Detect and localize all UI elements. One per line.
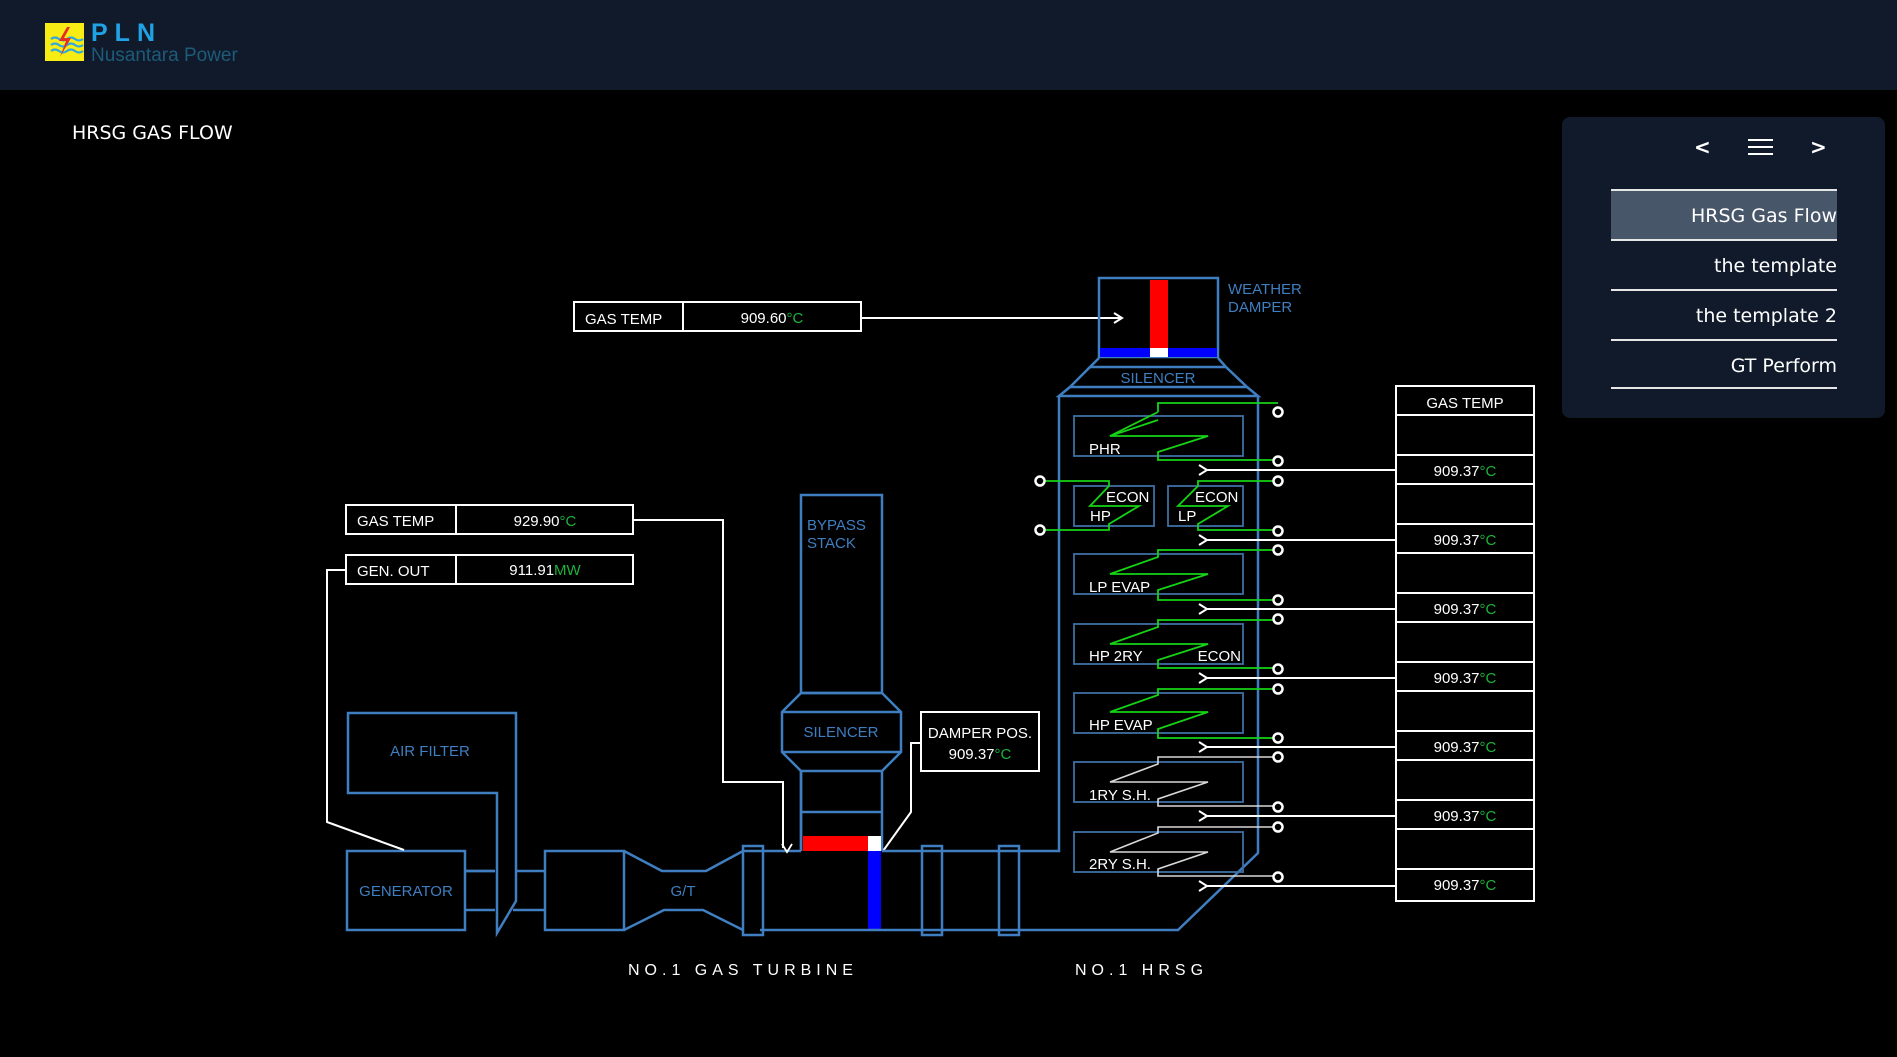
app-header: PLN Nusantara Power — [0, 0, 1897, 90]
pipe-connection-circle — [1272, 663, 1284, 675]
gas-temp-table-value: 909.37°C — [1434, 532, 1497, 549]
section-hp-2ry-econ-label: ECON — [1198, 648, 1241, 665]
section-hp-2ry-label: HP 2RY — [1089, 648, 1143, 665]
stack-gas-temp-box: GAS TEMP 909.60°C — [573, 301, 862, 332]
section-lp-evap-label: LP EVAP — [1089, 579, 1150, 596]
pipe-connection-circle — [1272, 594, 1284, 606]
bypass-damper-open-indicator — [803, 836, 868, 851]
pipe-connection-circle — [1272, 732, 1284, 744]
weather-damper: WEATHER DAMPER — [1097, 276, 1302, 359]
nav-item-the-template[interactable]: the template — [1611, 239, 1837, 289]
pipe-connection-circle — [1272, 801, 1284, 813]
gen-out-readout: 911.91MW — [509, 562, 581, 579]
section-hp-evap-label: HP EVAP — [1089, 717, 1153, 734]
brand-name: PLN — [91, 19, 162, 47]
pipe-connection-circle — [1272, 525, 1284, 537]
gas-temp-arrows — [1198, 464, 1396, 892]
gt-label: G/T — [671, 883, 696, 900]
air-filter — [346, 711, 518, 938]
bypass-damper-closed-indicator — [868, 851, 881, 929]
section-lp-econ — [1167, 485, 1244, 527]
gas-temp-table-value: 909.37°C — [1434, 739, 1497, 756]
weather-damper-label-1: WEATHER — [1228, 281, 1302, 298]
weather-damper-open-indicator — [1150, 280, 1168, 348]
nav-item-hrsg-gas-flow[interactable]: HRSG Gas Flow — [1611, 189, 1837, 239]
pipe-connection-circle — [1272, 613, 1284, 625]
nav-item-gt-perform[interactable]: GT Perform — [1611, 339, 1837, 389]
navigation-panel: < > HRSG Gas Flow the template the templ… — [1562, 117, 1885, 418]
gas-temp-table-value: 909.37°C — [1434, 463, 1497, 480]
pipe-connection-circle — [1034, 524, 1046, 536]
pipe-connection-circle — [1272, 821, 1284, 833]
previous-page-button[interactable]: < — [1694, 135, 1711, 159]
section-hp-econ — [1073, 485, 1155, 527]
nav-item-the-template-2[interactable]: the template 2 — [1611, 289, 1837, 339]
nav-list: HRSG Gas Flow the template the template … — [1611, 189, 1837, 389]
section-hp-econ-label-2: HP — [1090, 508, 1111, 525]
bypass-stack-label-1: BYPASS — [807, 517, 866, 534]
gt-exhaust-gas-temp-box: GAS TEMP 929.90°C — [345, 504, 793, 854]
pipe-connection-circle — [1272, 751, 1284, 763]
pipe-connection-circle — [1272, 871, 1284, 883]
pipe-connection-points — [1034, 406, 1284, 883]
section-title-hrsg: NO.1 HRSG — [1075, 962, 1208, 979]
section-2ry-sh-label: 2RY S.H. — [1089, 856, 1151, 873]
pipe-connection-circle — [1272, 544, 1284, 556]
page-title: HRSG GAS FLOW — [72, 122, 233, 144]
brand-subtitle: Nusantara Power — [91, 45, 238, 66]
stack-gas-temp-readout: 909.60°C — [741, 310, 804, 327]
generator — [345, 849, 467, 932]
gen-out-box: GEN. OUT 911.91MW — [326, 554, 634, 851]
hrsg-sections: PHR ECON HP ECON LP LP EVAP HP 2RY ECON … — [1040, 402, 1278, 877]
section-lp-econ-label-2: LP — [1178, 508, 1196, 525]
main-exhaust-duct — [741, 844, 1021, 937]
bypass-silencer-label: SILENCER — [803, 724, 878, 741]
stack-gas-temp-label: GAS TEMP — [585, 311, 662, 328]
gas-turbine-train: GENERATOR AIR FILTER G/T — [345, 711, 744, 938]
pipe-connection-circle — [1272, 455, 1284, 467]
gt-gas-temp-label: GAS TEMP — [357, 513, 434, 530]
section-title-gas-turbine: NO.1 GAS TURBINE — [628, 962, 858, 979]
hamburger-menu-icon[interactable] — [1748, 139, 1773, 157]
pipe-connection-circle — [1272, 683, 1284, 695]
section-phr-label: PHR — [1089, 441, 1121, 458]
air-filter-label: AIR FILTER — [390, 743, 470, 760]
gas-temp-table-header: GAS TEMP — [1426, 395, 1503, 412]
gas-temp-table-value: 909.37°C — [1434, 808, 1497, 825]
pipe-connection-circle — [1034, 475, 1046, 487]
gas-temp-table-value: 909.37°C — [1434, 877, 1497, 894]
hrsg-casing: SILENCER — [1019, 357, 1262, 932]
gen-out-label: GEN. OUT — [357, 563, 430, 580]
next-page-button[interactable]: > — [1810, 135, 1827, 159]
damper-pos-box: DAMPER POS. 909.37°C — [882, 711, 1040, 852]
section-lp-econ-label-1: ECON — [1195, 489, 1238, 506]
damper-pos-label: DAMPER POS. — [928, 725, 1032, 742]
bypass-stack: BYPASS STACK SILENCER — [780, 493, 903, 929]
hrsg-silencer-label: SILENCER — [1120, 370, 1195, 387]
gas-temp-table: GAS TEMP 909.37°C 909.37°C 909.37°C 909.37°… — [1395, 385, 1535, 902]
bypass-stack-label-2: STACK — [807, 535, 856, 552]
damper-pos-readout: 909.37°C — [949, 746, 1012, 763]
pipe-connection-circle — [1272, 475, 1284, 487]
gas-temp-table-value: 909.37°C — [1434, 670, 1497, 687]
weather-damper-label-2: DAMPER — [1228, 299, 1292, 316]
pln-logo-icon — [45, 23, 84, 61]
section-hp-econ-label-1: ECON — [1106, 489, 1149, 506]
generator-label: GENERATOR — [359, 883, 453, 900]
pipe-connection-circle — [1272, 406, 1284, 418]
gas-temp-table-value: 909.37°C — [1434, 601, 1497, 618]
compressor — [543, 849, 626, 932]
gt-gas-temp-readout: 929.90°C — [514, 513, 577, 530]
section-1ry-sh-label: 1RY S.H. — [1089, 787, 1151, 804]
